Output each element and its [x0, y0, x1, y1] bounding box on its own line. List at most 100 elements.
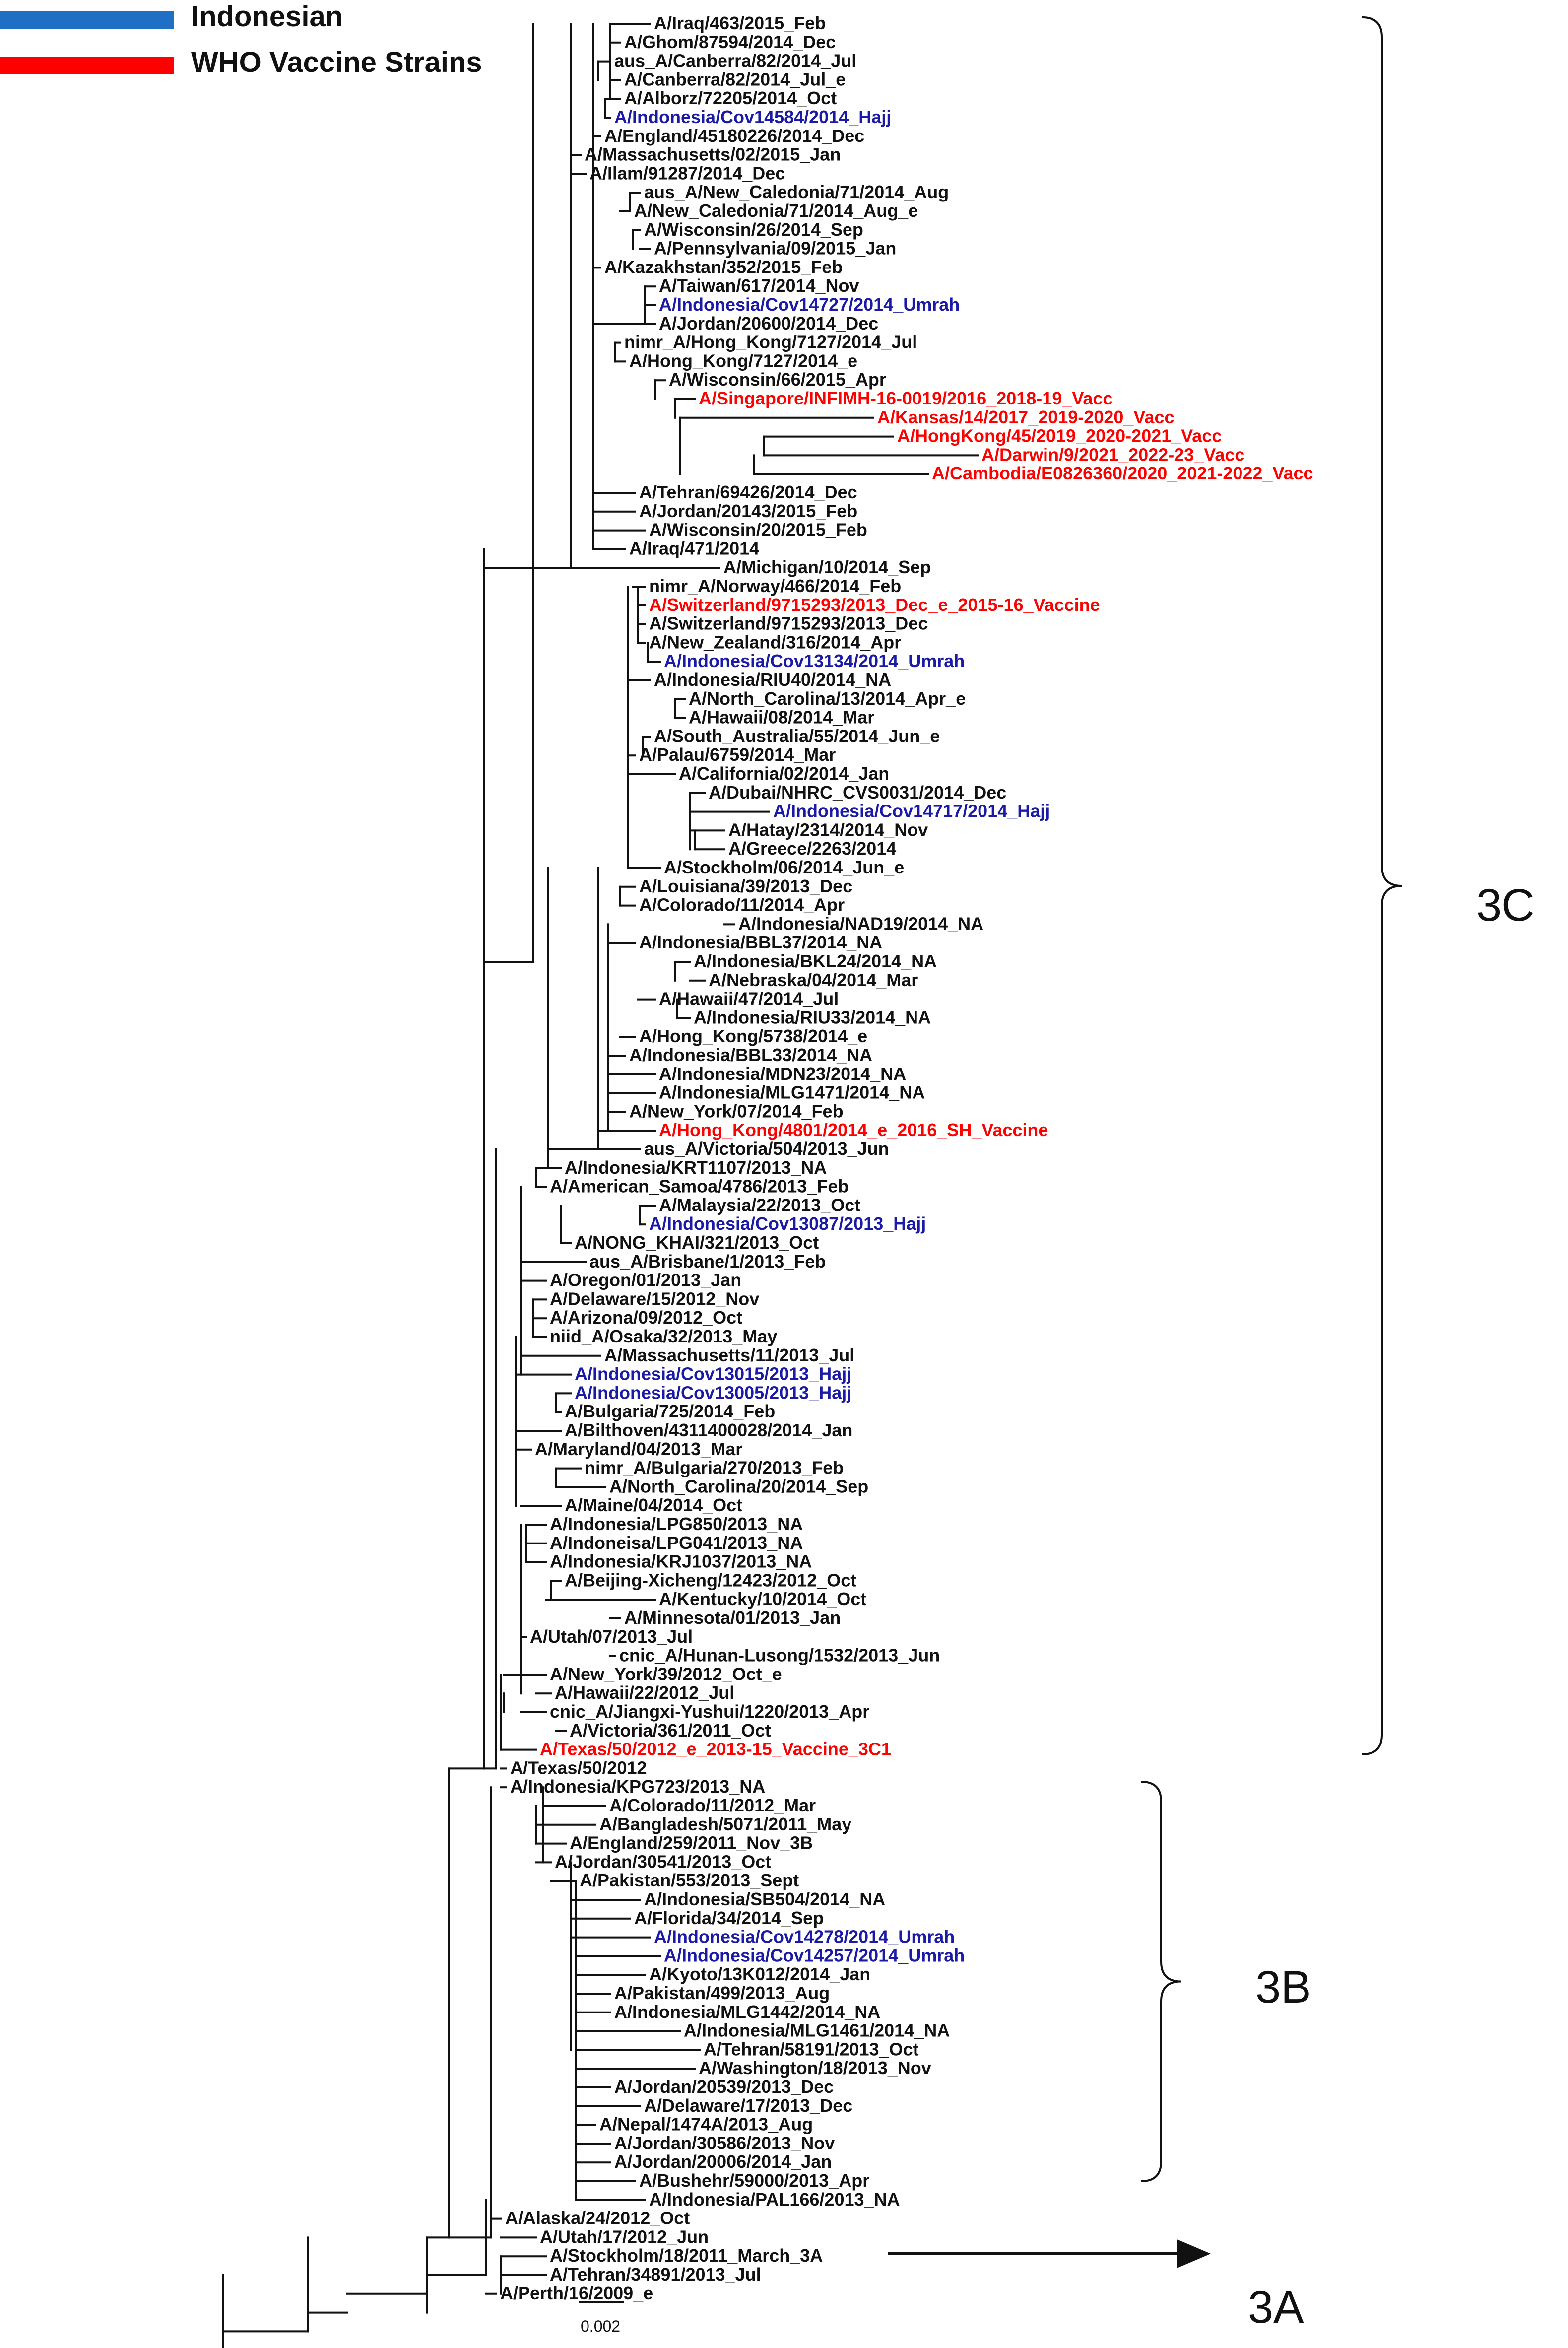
taxon-label: A/Indonesia/MLG1461/2014_NA: [684, 2020, 950, 2041]
taxon-label: A/Indonesia/MLG1471/2014_NA: [659, 1082, 925, 1103]
taxon-label: A/Tehran/58191/2013_Oct: [704, 2039, 919, 2059]
taxon-label: A/Taiwan/617/2014_Nov: [659, 275, 859, 296]
taxon-label: A/Indonesia/RIU40/2014_NA: [654, 670, 891, 690]
taxon-label: A/Beijing-Xicheng/12423/2012_Oct: [565, 1570, 856, 1590]
taxon-label: A/England/259/2011_Nov_3B: [570, 1833, 813, 1853]
taxon-label: A/South_Australia/55/2014_Jun_e: [654, 726, 940, 746]
scale-bar-label: 0.002: [581, 2317, 620, 2335]
taxon-label: A/Ghom/87594/2014_Dec: [624, 32, 836, 52]
taxon-label: aus_A/New_Caledonia/71/2014_Aug: [644, 182, 949, 202]
taxon-label: A/NONG_KHAI/321/2013_Oct: [575, 1232, 819, 1253]
clade-label-3c: 3C: [1476, 880, 1535, 931]
taxon-label: A/Minnesota/01/2013_Jan: [624, 1608, 841, 1628]
taxon-label: A/Ilam/91287/2014_Dec: [589, 163, 785, 183]
taxon-label: A/Jordan/20600/2014_Dec: [659, 313, 878, 334]
taxon-label: nimr_A/Hong_Kong/7127/2014_Jul: [624, 332, 917, 352]
taxon-label: A/Indonesia/KRT1107/2013_NA: [565, 1157, 827, 1178]
taxon-label: A/Indonesia/KRJ1037/2013_NA: [550, 1551, 812, 1572]
taxon-label: A/Indonesia/NAD19/2014_NA: [738, 913, 983, 934]
taxon-label: A/Hawaii/47/2014_Jul: [659, 989, 839, 1009]
taxon-label: A/Bilthoven/4311400028/2014_Jan: [565, 1420, 852, 1440]
taxon-label: A/Greece/2263/2014: [728, 838, 896, 859]
taxon-label: niid_A/Osaka/32/2013_May: [550, 1326, 777, 1346]
taxon-label: A/Indonesia/BBL33/2014_NA: [629, 1045, 872, 1065]
taxon-label: A/Indonesia/Cov13087/2013_Hajj: [649, 1213, 926, 1234]
taxon-label: A/Massachusetts/02/2015_Jan: [585, 144, 841, 165]
taxon-label: A/Indonesia/MDN23/2014_NA: [659, 1064, 906, 1084]
taxon-label: A/Jordan/20006/2014_Jan: [614, 2151, 832, 2172]
taxon-label: A/Nepal/1474A/2013_Aug: [599, 2114, 813, 2135]
taxon-label: A/New_Caledonia/71/2014_Aug_e: [634, 201, 918, 221]
taxon-label: A/Indonesia/Cov13134/2014_Umrah: [664, 651, 965, 671]
taxon-label: A/Nebraska/04/2014_Mar: [709, 970, 918, 990]
taxon-label: A/Singapore/INFIMH-16-0019/2016_2018-19_…: [699, 388, 1112, 408]
taxon-label: A/Indonesia/Cov14584/2014_Hajj: [614, 107, 891, 127]
taxon-label: A/Kyoto/13K012/2014_Jan: [649, 1964, 870, 1984]
taxon-label: A/Arizona/09/2012_Oct: [550, 1307, 742, 1328]
taxon-label: A/Utah/17/2012_Jun: [540, 2226, 709, 2247]
clade-label-3a: 3A: [1248, 2282, 1304, 2333]
taxon-label: A/Stockholm/18/2011_March_3A: [550, 2245, 823, 2266]
taxon-label: A/Malaysia/22/2013_Oct: [659, 1195, 860, 1215]
taxon-label: A/Bulgaria/725/2014_Feb: [565, 1401, 775, 1421]
legend-label: WHO Vaccine Strains: [191, 46, 482, 78]
taxon-label: nimr_A/Bulgaria/270/2013_Feb: [585, 1458, 844, 1478]
taxon-label: A/Tehran/34891/2013_Jul: [550, 2264, 761, 2284]
taxon-label: A/Pakistan/553/2013_Sept: [580, 1870, 799, 1890]
taxon-label: A/North_Carolina/13/2014_Apr_e: [689, 688, 966, 709]
taxon-label: A/Victoria/361/2011_Oct: [570, 1720, 771, 1741]
taxon-label: A/American_Samoa/4786/2013_Feb: [550, 1176, 849, 1197]
taxon-label: A/Texas/50/2012: [510, 1757, 647, 1778]
taxon-label: A/Perth/16/2009_e: [500, 2283, 653, 2303]
taxon-label: A/Hawaii/22/2012_Jul: [555, 1682, 734, 1703]
taxon-label: A/New_York/07/2014_Feb: [629, 1101, 844, 1121]
tip-labels: A/Iraq/463/2015_FebA/Ghom/87594/2014_Dec…: [500, 13, 1313, 2303]
taxon-label: A/Kazakhstan/352/2015_Feb: [604, 257, 843, 277]
taxon-label: A/Palau/6759/2014_Mar: [639, 744, 836, 765]
taxon-label: A/Indonesia/Cov14278/2014_Umrah: [654, 1927, 955, 1947]
clade-label-3b: 3B: [1255, 1962, 1311, 2013]
taxon-label: A/Indonesia/Cov13005/2013_Hajj: [575, 1382, 851, 1403]
taxon-label: aus_A/Victoria/504/2013_Jun: [644, 1139, 889, 1159]
clade-3a-arrow-head: [1177, 2239, 1211, 2268]
legend-swatch-red: [0, 57, 174, 74]
legend-swatch-blue: [0, 11, 174, 29]
taxon-label: A/Bushehr/59000/2013_Apr: [639, 2170, 869, 2191]
taxon-label: A/Delaware/15/2012_Nov: [550, 1288, 759, 1309]
taxon-label: A/Hong_Kong/5738/2014_e: [639, 1026, 867, 1046]
taxon-label: A/Michigan/10/2014_Sep: [723, 557, 931, 577]
taxon-label: A/Kentucky/10/2014_Oct: [659, 1589, 866, 1609]
taxon-label: cnic_A/Jiangxi-Yushui/1220/2013_Apr: [550, 1701, 869, 1722]
taxon-label: A/Utah/07/2013_Jul: [530, 1626, 693, 1647]
taxon-label: A/Indoneisa/LPG041/2013_NA: [550, 1533, 803, 1553]
taxon-label: aus_A/Brisbane/1/2013_Feb: [589, 1251, 826, 1272]
taxon-label: A/California/02/2014_Jan: [679, 763, 889, 784]
taxon-label: A/Indonesia/BBL37/2014_NA: [639, 932, 882, 952]
taxon-label: A/Wisconsin/20/2015_Feb: [649, 520, 867, 540]
taxon-label: A/Hatay/2314/2014_Nov: [728, 819, 928, 840]
taxon-label: A/Indonesia/Cov14727/2014_Umrah: [659, 294, 960, 315]
tree-branches: [222, 23, 979, 2348]
taxon-label: aus_A/Canberra/82/2014_Jul: [614, 51, 856, 71]
taxon-label: A/Cambodia/E0826360/2020_2021-2022_Vacc: [932, 463, 1313, 483]
taxon-label: A/Indonesia/Cov13015/2013_Hajj: [575, 1364, 851, 1384]
taxon-label: nimr_A/Norway/466/2014_Feb: [649, 576, 901, 596]
taxon-label: A/Switzerland/9715293/2013_Dec: [649, 613, 928, 634]
taxon-label: A/Delaware/17/2013_Dec: [644, 2095, 852, 2116]
taxon-label: A/Switzerland/9715293/2013_Dec_e_2015-16…: [649, 595, 1100, 615]
taxon-label: A/Canberra/82/2014_Jul_e: [624, 69, 846, 89]
taxon-label: A/Maine/04/2014_Oct: [565, 1495, 742, 1515]
taxon-label: A/Maryland/04/2013_Mar: [535, 1439, 742, 1459]
taxon-label: A/Indonesia/MLG1442/2014_NA: [614, 2002, 880, 2022]
taxon-label: A/Stockholm/06/2014_Jun_e: [664, 857, 904, 877]
taxon-label: A/Pakistan/499/2013_Aug: [614, 1983, 830, 2003]
taxon-label: A/Dubai/NHRC_CVS0031/2014_Dec: [709, 782, 1006, 803]
taxon-label: A/North_Carolina/20/2014_Sep: [609, 1476, 868, 1496]
taxon-label: A/Oregon/01/2013_Jan: [550, 1270, 741, 1290]
taxon-label: A/England/45180226/2014_Dec: [604, 126, 864, 146]
taxon-label: A/Indonesia/BKL24/2014_NA: [694, 951, 937, 971]
taxon-label: A/Darwin/9/2021_2022-23_Vacc: [981, 444, 1244, 465]
taxon-label: A/Indonesia/PAL166/2013_NA: [649, 2189, 900, 2210]
taxon-label: A/Indonesia/Cov14717/2014_Hajj: [773, 801, 1050, 821]
